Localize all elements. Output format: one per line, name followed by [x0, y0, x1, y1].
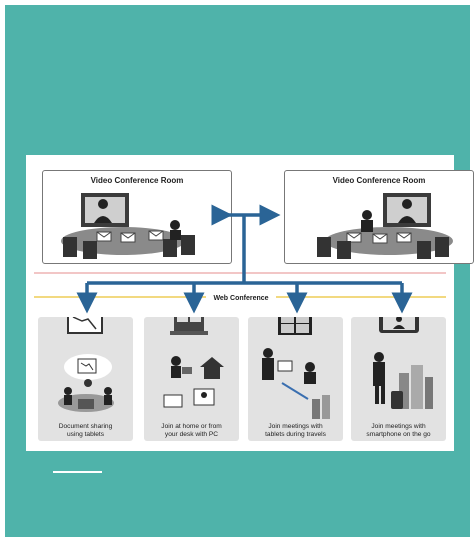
web-conference-label: Web Conference [206, 295, 276, 302]
caption-line-2: smartphone on the go [366, 431, 431, 438]
caption-line-2: tablets during travels [265, 431, 326, 438]
left-room-illustration [61, 193, 195, 259]
left-room-label: Video Conference Room [90, 176, 184, 185]
pc-join-illustration [163, 317, 224, 408]
card-caption: Join at home or from your desk with PC [144, 423, 239, 439]
card-document-sharing: Document sharing using tablets [38, 317, 133, 441]
right-room-label: Video Conference Room [332, 176, 426, 185]
caption-line-2: using tablets [66, 431, 105, 438]
caption-line-1: Join meetings with [268, 423, 323, 430]
web-conference-diagram: Video Conference Room Video Conference R… [26, 155, 474, 451]
caption-line-1: Document sharing [58, 423, 113, 430]
card-tablets-travels: Join meetings with tablets during travel… [248, 317, 343, 441]
document-sharing-illustration [58, 317, 114, 412]
card-caption: Join meetings with tablets during travel… [248, 423, 343, 439]
connection-arrows [76, 204, 413, 314]
card-caption: Document sharing using tablets [38, 423, 133, 439]
caption-line-2: your desk with PC [164, 431, 219, 438]
separator-line-pink [34, 272, 446, 274]
card-caption: Join meetings with smartphone on the go [351, 423, 446, 439]
caption-line-1: Join at home or from [161, 423, 222, 430]
card-join-from-pc: Join at home or from your desk with PC [144, 317, 239, 441]
card-smartphone-on-the-go: Join meetings with smartphone on the go [351, 317, 446, 441]
caption-line-1: Join meetings with [371, 423, 426, 430]
right-room-illustration [317, 193, 453, 259]
left-video-conference-room: Video Conference Room [42, 170, 232, 264]
decorative-underline [53, 471, 102, 473]
smartphone-illustration [373, 317, 433, 409]
right-video-conference-room: Video Conference Room [284, 170, 474, 264]
tablets-travel-illustration [262, 317, 330, 419]
